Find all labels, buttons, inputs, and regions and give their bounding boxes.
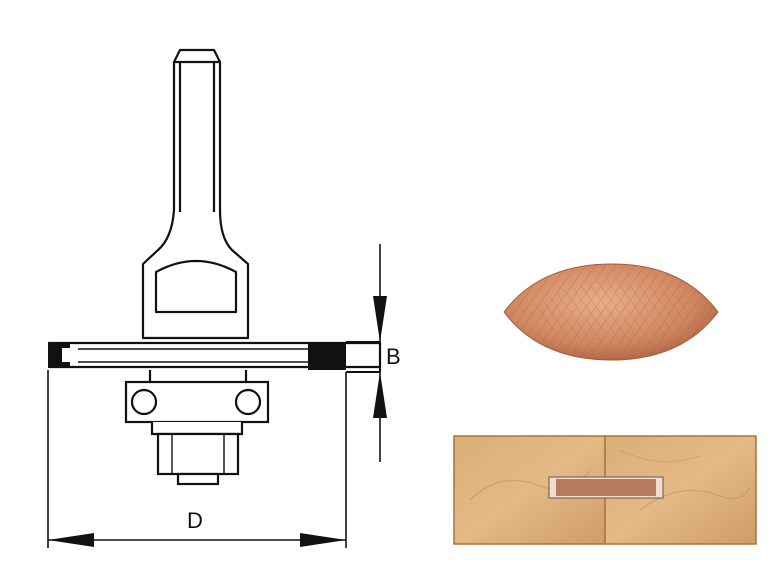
- dimension-d: [47, 370, 347, 548]
- dimension-d-label: D: [187, 508, 203, 533]
- bearing: [150, 422, 244, 436]
- carbide-tip-right: [308, 342, 346, 370]
- biscuit-in-slot: [556, 479, 656, 496]
- carbide-tip-left-notch: [62, 348, 76, 362]
- dim-d-arrow-left: [48, 533, 94, 547]
- dim-d-arrow-right: [300, 533, 346, 547]
- biscuit-texture-cross: [530, 280, 696, 346]
- dimension-b: [373, 244, 387, 462]
- nut: [156, 432, 240, 476]
- dim-b-arrow-bottom: [373, 372, 387, 418]
- shank-outline: [141, 48, 250, 340]
- hub-bolt-right: [234, 388, 262, 416]
- biscuit-photo: [503, 263, 719, 361]
- washer: [176, 472, 220, 486]
- neck-pocket: [154, 259, 238, 314]
- hub-assembly: [124, 370, 270, 486]
- joint-photo: [453, 435, 757, 545]
- wood-grain-3: [619, 449, 701, 463]
- dim-b-arrow-top: [373, 296, 387, 342]
- cutter-drawing: [48, 48, 382, 369]
- dimension-b-label: B: [386, 344, 401, 369]
- hub-bolt-left: [130, 388, 158, 416]
